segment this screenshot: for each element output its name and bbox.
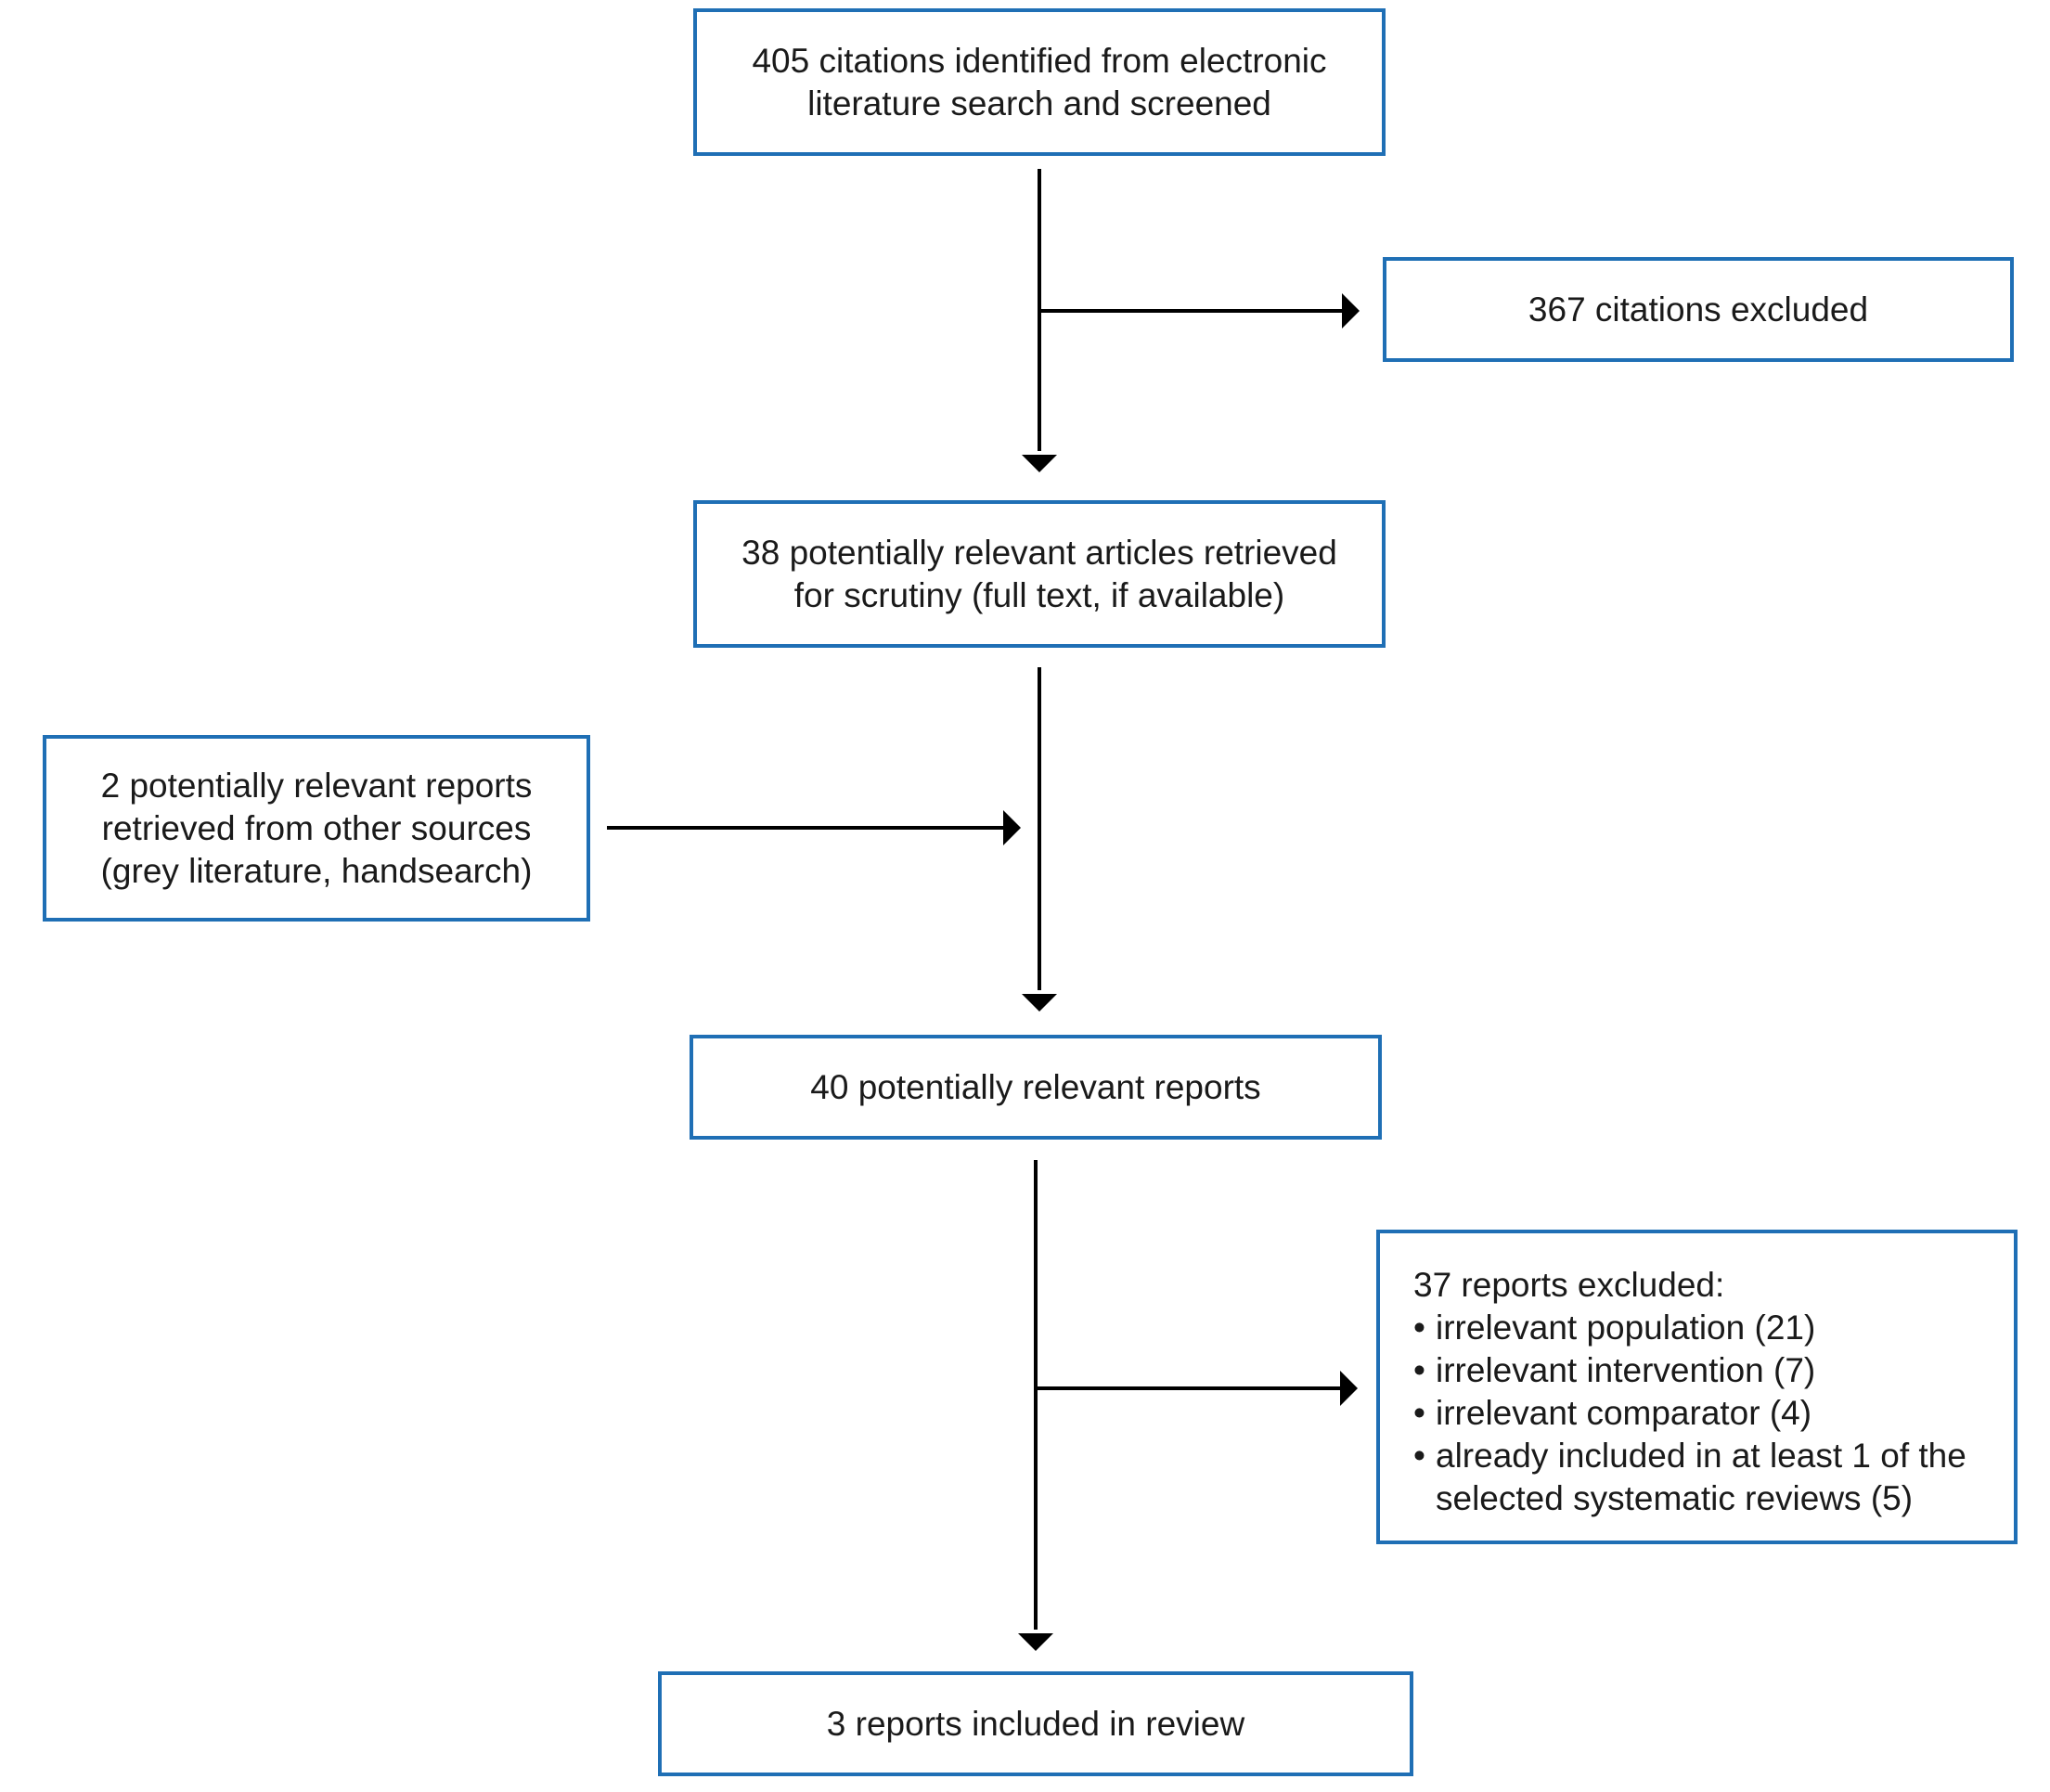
bullet-icon: • bbox=[1413, 1437, 1425, 1475]
list-item: • irrelevant intervention (7) bbox=[1413, 1349, 1966, 1392]
arrowhead-right-3 bbox=[1340, 1371, 1358, 1406]
box-reports-included: 3 reports included in review bbox=[658, 1671, 1413, 1776]
text-line: 38 potentially relevant articles retriev… bbox=[741, 533, 1337, 572]
arrowhead-right-2 bbox=[1003, 810, 1021, 845]
reason-text: already included in at least 1 of the bbox=[1436, 1437, 1966, 1475]
text-line: 2 potentially relevant reports bbox=[100, 766, 533, 805]
text-line: literature search and screened bbox=[807, 84, 1271, 122]
box-potentially-relevant-text: 40 potentially relevant reports bbox=[810, 1067, 1261, 1106]
box-articles-retrieved-text: 38 potentially relevant articles retriev… bbox=[741, 532, 1337, 617]
text-line: (grey literature, handsearch) bbox=[100, 851, 533, 890]
arrowhead-down-3 bbox=[1018, 1633, 1053, 1651]
text-line: for scrutiny (full text, if available) bbox=[793, 575, 1285, 614]
box-citations-excluded: 367 citations excluded bbox=[1383, 257, 2014, 362]
list-item: • irrelevant comparator (4) bbox=[1413, 1392, 1966, 1435]
bullet-icon: • bbox=[1413, 1351, 1425, 1389]
text-line: 405 citations identified from electronic bbox=[752, 41, 1327, 80]
list-item: • irrelevant population (21) bbox=[1413, 1307, 1966, 1349]
arrowhead-right-1 bbox=[1342, 293, 1360, 329]
box-citations-identified: 405 citations identified from electronic… bbox=[693, 8, 1386, 156]
box-other-sources: 2 potentially relevant reports retrieved… bbox=[43, 735, 590, 922]
bullet-icon: • bbox=[1413, 1309, 1425, 1347]
arrowhead-down-2 bbox=[1022, 994, 1057, 1012]
box-citations-identified-text: 405 citations identified from electronic… bbox=[752, 40, 1326, 125]
box-articles-retrieved: 38 potentially relevant articles retriev… bbox=[693, 500, 1386, 648]
reason-text: irrelevant comparator (4) bbox=[1436, 1394, 1812, 1432]
text-line: retrieved from other sources bbox=[101, 808, 532, 847]
box-reports-included-text: 3 reports included in review bbox=[826, 1704, 1245, 1743]
box-citations-excluded-text: 367 citations excluded bbox=[1528, 290, 1869, 329]
reason-text: irrelevant population (21) bbox=[1436, 1309, 1816, 1347]
box-potentially-relevant: 40 potentially relevant reports bbox=[690, 1035, 1382, 1140]
box-reports-excluded: 37 reports excluded: • irrelevant popula… bbox=[1376, 1230, 2018, 1544]
bullet-icon: • bbox=[1413, 1394, 1425, 1432]
list-item: • already included in at least 1 of the … bbox=[1413, 1435, 1966, 1520]
reason-text: irrelevant intervention (7) bbox=[1436, 1351, 1816, 1389]
excluded-heading: 37 reports excluded: bbox=[1413, 1266, 1725, 1304]
box-other-sources-text: 2 potentially relevant reports retrieved… bbox=[101, 765, 533, 893]
reason-text: selected systematic reviews (5) bbox=[1436, 1479, 1914, 1517]
excluded-reasons-list: 37 reports excluded: • irrelevant popula… bbox=[1413, 1264, 1966, 1520]
arrowhead-down-1 bbox=[1022, 455, 1057, 472]
